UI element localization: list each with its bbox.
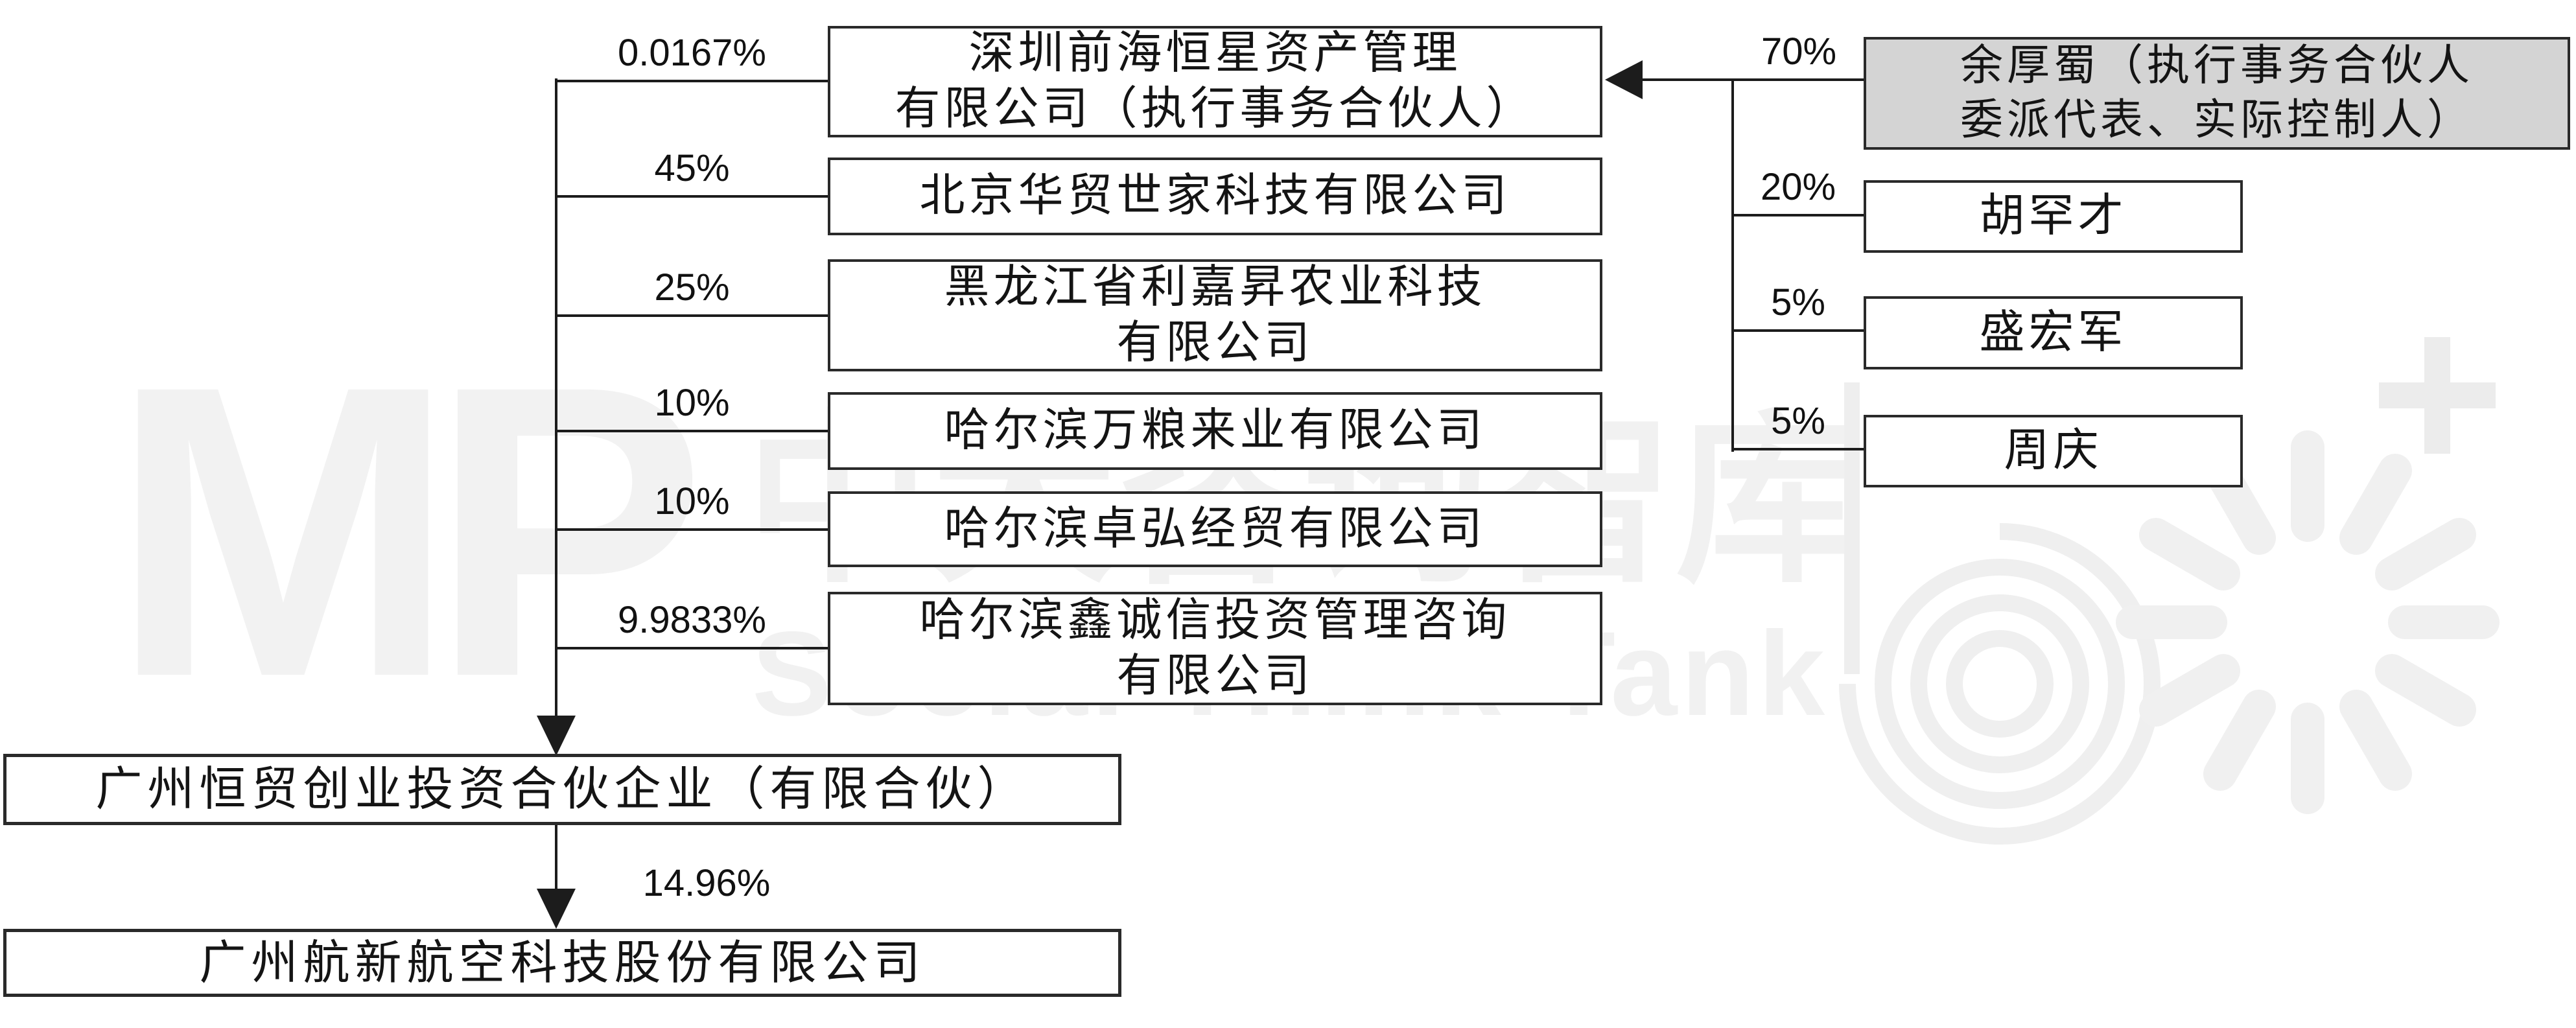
entity-name-line: 有限公司: [1116, 318, 1314, 368]
connector-10pct-b: [556, 528, 828, 531]
connector-9-9833pct: [556, 647, 828, 649]
stake-label: 10%: [654, 480, 730, 522]
entity-name-line: 深圳前海恒星资产管理: [968, 29, 1462, 78]
entity-box-harbin-wanliang-laiye: 哈尔滨万粮来业有限公司: [828, 392, 1602, 470]
entity-box-beijing-huamao-shijia: 北京华贸世家科技有限公司: [828, 158, 1602, 235]
arrow-to-partnership-icon: [537, 716, 576, 756]
connector-0-0167pct: [556, 80, 828, 82]
connector-25pct: [556, 314, 828, 317]
entity-box-shenzhen-qianhai-hengxing: 深圳前海恒星资产管理 有限公司（执行事务合伙人）: [828, 26, 1602, 137]
entity-name-line: 北京华贸世家科技有限公司: [919, 171, 1511, 221]
connector-45pct: [556, 195, 828, 198]
entity-box-guangzhou-hangxin-aviation: 广州航新航空科技股份有限公司: [3, 929, 1121, 997]
stake-label: 14.96%: [642, 862, 771, 904]
stake-label: 45%: [654, 147, 730, 189]
entity-name-line: 有限公司（执行事务合伙人）: [895, 84, 1536, 134]
entity-name-line: 哈尔滨万粮来业有限公司: [944, 406, 1486, 456]
connector-5pct-b: [1733, 448, 1864, 450]
stake-label: 70%: [1761, 30, 1837, 73]
entity-name-line: 广州恒贸创业投资合伙企业（有限合伙）: [95, 764, 1029, 815]
stake-label: 9.9833%: [618, 599, 766, 641]
entity-name-line: 黑龙江省利嘉昇农业科技: [944, 262, 1486, 312]
stake-label: 25%: [654, 266, 730, 309]
stake-label: 10%: [654, 382, 730, 424]
connector-70pct: [1641, 78, 1864, 81]
person-name-line: 胡罕才: [1979, 191, 2127, 241]
entity-name-line: 哈尔滨卓弘经贸有限公司: [944, 504, 1486, 554]
connector-20pct: [1733, 214, 1864, 216]
arrow-to-company-icon: [537, 889, 576, 929]
person-box-huhancai: 胡罕才: [1864, 180, 2243, 253]
right-trunk-line: [1731, 78, 1734, 452]
connector-5pct-a: [1733, 329, 1864, 332]
starburst-icon: [2116, 430, 2500, 814]
plus-icon: [2379, 337, 2496, 454]
stake-label: 5%: [1771, 400, 1825, 442]
stake-label: 0.0167%: [618, 32, 766, 74]
connector-10pct-a: [556, 430, 828, 432]
stake-arrow-line: [555, 825, 557, 891]
person-name-line: 委派代表、实际控制人）: [1960, 97, 2474, 144]
person-box-zhouqing: 周庆: [1864, 415, 2243, 487]
person-name-line: 盛宏军: [1979, 307, 2127, 358]
entity-name-line: 哈尔滨鑫诚信投资管理咨询: [919, 595, 1511, 646]
person-name-line: 余厚蜀（执行事务合伙人: [1960, 42, 2474, 89]
entity-name-line: 有限公司: [1116, 651, 1314, 701]
entity-box-heilongjiang-lijiasheng: 黑龙江省利嘉昇农业科技 有限公司: [828, 259, 1602, 371]
entity-name-line: 广州航新航空科技股份有限公司: [199, 937, 926, 989]
stake-label: 5%: [1771, 281, 1825, 323]
person-box-shenghongjun: 盛宏军: [1864, 296, 2243, 369]
entity-box-guangzhou-hengmao-partnership: 广州恒贸创业投资合伙企业（有限合伙）: [3, 754, 1121, 825]
arrow-to-gp-company-icon: [1605, 60, 1643, 99]
left-trunk-line: [555, 78, 557, 718]
person-box-yuhoushu-controller: 余厚蜀（执行事务合伙人 委派代表、实际控制人）: [1864, 37, 2570, 150]
stake-label: 20%: [1760, 166, 1836, 208]
person-name-line: 周庆: [2004, 426, 2103, 476]
entity-box-harbin-xinchengxin: 哈尔滨鑫诚信投资管理咨询 有限公司: [828, 592, 1602, 705]
entity-box-harbin-zhuohong: 哈尔滨卓弘经贸有限公司: [828, 491, 1602, 567]
